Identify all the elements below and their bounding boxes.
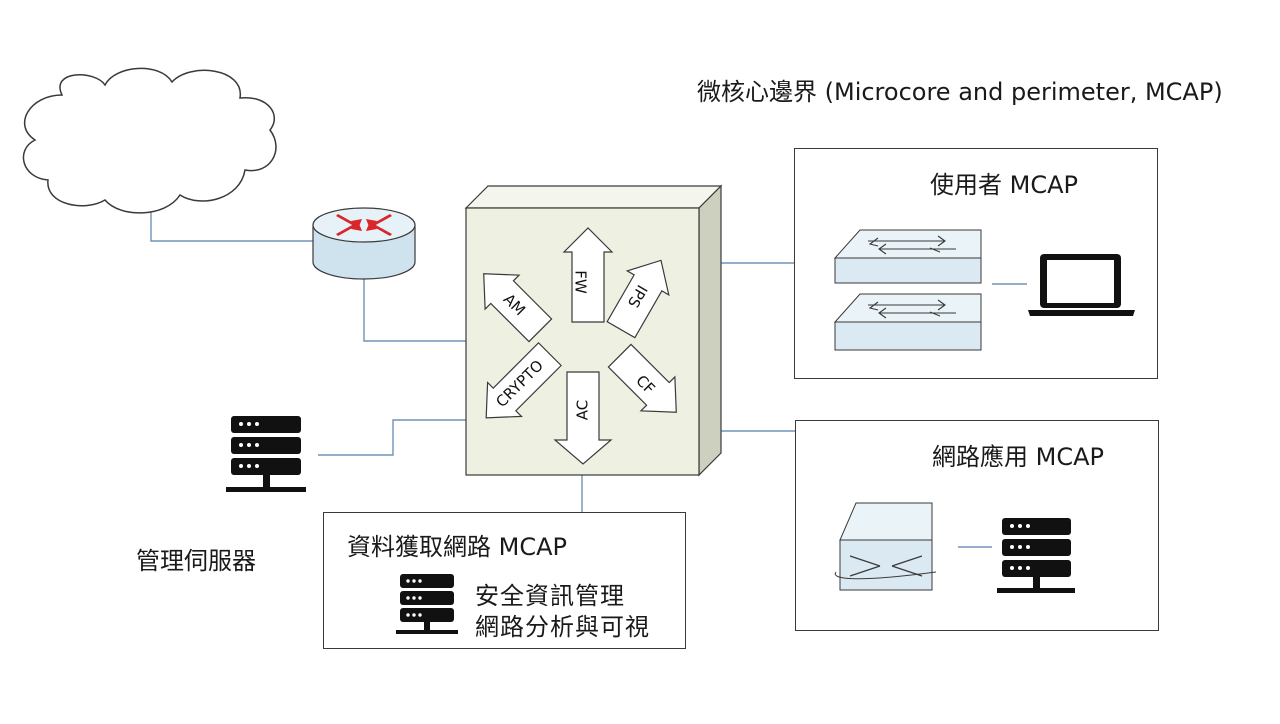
function-arrows xyxy=(483,227,677,465)
cloud-router-link xyxy=(150,212,318,242)
label-ac: AC xyxy=(574,400,592,420)
mgmt-server-label: 管理伺服器 xyxy=(136,547,256,575)
cloud-icon xyxy=(22,67,277,214)
diagram-title: 微核心邊界 (Microcore and perimeter, MCAP) xyxy=(697,78,1223,106)
arrow-am xyxy=(483,273,553,343)
arrow-ips xyxy=(606,259,670,339)
arrow-ac xyxy=(553,371,613,465)
siem-label: 安全資訊管理 xyxy=(475,582,625,610)
data-acquisition-mcap-box xyxy=(323,512,686,649)
arrow-cf xyxy=(607,343,677,413)
router-core-link xyxy=(363,277,466,342)
data-mcap-label: 資料獲取網路 MCAP xyxy=(347,533,567,561)
network-app-mcap-label: 網路應用 MCAP xyxy=(932,443,1104,471)
router-icon xyxy=(312,207,416,280)
user-mcap-label: 使用者 MCAP xyxy=(930,171,1078,199)
mgmt-core-link xyxy=(318,419,466,456)
network-analytics-label: 網路分析與可視 xyxy=(475,613,650,641)
label-fw: FW xyxy=(572,270,590,294)
arrow-crypto xyxy=(485,342,562,419)
connector-lines xyxy=(150,212,1027,548)
arrow-fw xyxy=(562,227,614,323)
